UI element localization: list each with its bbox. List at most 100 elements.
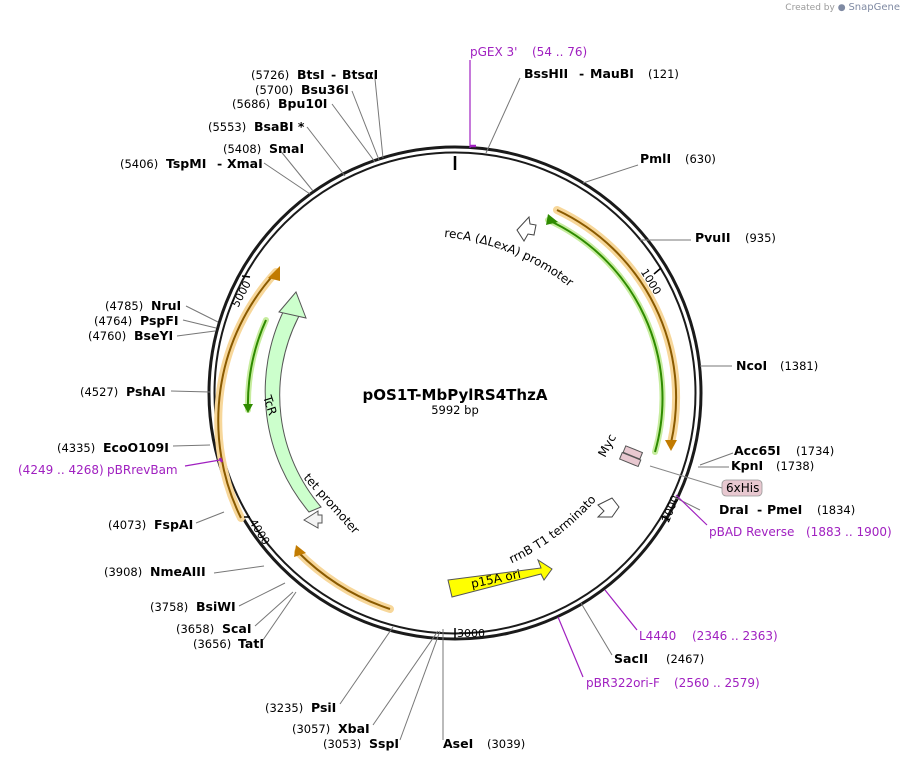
site-3656[interactable]: (3656) TatI [193,636,264,651]
site-4527[interactable]: (4527) PshAI [80,384,166,399]
svg-text:ScaI: ScaI [222,621,252,636]
svg-text:SmaI: SmaI [269,141,304,156]
snapgene-logo-icon: ● [837,3,846,13]
leader-6xhis [649,465,723,489]
feature-arc-right-orange-head [665,440,677,451]
svg-text:NruI: NruI [151,298,181,313]
site-3908[interactable]: (3908) NmeAIII [104,564,206,579]
svg-text:pGEX 3': pGEX 3' [470,45,517,59]
svg-text:NcoI: NcoI [736,358,767,373]
svg-text:AseI: AseI [443,736,473,751]
site-1834[interactable]: DraI - PmeI (1834) [719,502,855,517]
feature-tcr-head [278,291,307,319]
svg-text:L4440: L4440 [639,629,676,643]
svg-text:(1734): (1734) [796,444,834,458]
svg-text:(3658): (3658) [176,622,214,636]
feature-arc-left-green-core [246,319,267,411]
svg-text:TatI: TatI [238,636,264,651]
primer-l4440[interactable]: L4440 (2346 .. 2363) [639,629,778,643]
site-935[interactable]: PvuII (935) [695,230,776,245]
backbone-outer [207,145,703,641]
feature-arc-bottom-orange[interactable] [294,548,394,613]
site-5408[interactable]: (5408) SmaI [223,141,304,156]
site-121[interactable]: BssHII - MauBI (121) [524,66,679,81]
feature-arc-right-orange[interactable] [553,206,681,447]
site-630[interactable]: PmlI (630) [640,151,716,166]
site-1738[interactable]: KpnI (1738) [731,458,814,473]
svg-text:-: - [579,66,584,81]
site-4760[interactable]: (4760) BseYI [88,328,173,343]
svg-text:TspMI: TspMI [166,156,206,171]
feature-reca-promoter-icon[interactable] [516,215,537,242]
feature-arc-right-green[interactable] [545,217,666,455]
svg-text:(4764): (4764) [94,314,132,328]
plasmid-length: 5992 bp [431,403,479,417]
svg-text:(4785): (4785) [105,299,143,313]
site-3758[interactable]: (3758) BsiWI [150,599,236,614]
site-3658[interactable]: (3658) ScaI [176,621,252,636]
site-5406[interactable]: (5406) TspMI - XmaI [120,156,263,171]
feature-rrnb-terminator-icon[interactable] [596,497,620,518]
site-3053[interactable]: (3053) SspI [323,736,399,751]
svg-text:PshAI: PshAI [126,384,166,399]
feature-arc-bottom-orange-head [294,545,306,557]
primer-pbr322[interactable]: pBR322ori-F (2560 .. 2579) [586,676,760,690]
feature-label-p15a: p15A ori [470,567,522,591]
snapgene-credit: Created by ● SnapGene [785,2,900,13]
feature-myc-tag[interactable] [622,445,644,460]
site-5726[interactable]: (5726) BtsI - BtsαI [251,67,378,82]
svg-text:Acc65I: Acc65I [734,443,781,458]
site-3057[interactable]: (3057) XbaI [292,721,370,736]
svg-text:(1834): (1834) [817,503,855,517]
primer-pbrrev[interactable]: (4249 .. 4268) pBRrevBam [18,463,178,477]
svg-text:PvuII: PvuII [695,230,731,245]
site-4073[interactable]: (4073) FspAI [108,517,193,532]
site-4785[interactable]: (4785) NruI [105,298,181,313]
feature-6xhis-tag[interactable] [618,451,642,468]
svg-text:PmlI: PmlI [640,151,671,166]
svg-text:KpnI: KpnI [731,458,763,473]
feature-tcr[interactable] [264,309,322,513]
site-3235[interactable]: (3235) PsiI [265,700,336,715]
feature-label-tcr: TcR [260,393,280,418]
svg-text:(3057): (3057) [292,722,330,736]
site-leaders [170,77,734,741]
site-5700[interactable]: (5700) Bsu36I [255,82,349,97]
svg-text:-: - [331,67,336,82]
svg-text:(1381): (1381) [780,359,818,373]
site-4764[interactable]: (4764) PspFI [94,313,179,328]
primer-labels: pGEX 3' (54 .. 76) pBAD Reverse (1883 ..… [18,45,892,690]
primer-pbad[interactable]: pBAD Reverse (1883 .. 1900) [709,525,892,539]
svg-text:BsaBI *: BsaBI * [254,119,305,134]
svg-text:(3656): (3656) [193,637,231,651]
svg-text:PsiI: PsiI [311,700,336,715]
site-3039[interactable]: AseI (3039) [443,736,525,751]
svg-text:pBAD Reverse: pBAD Reverse [709,525,794,539]
svg-text:(3053): (3053) [323,737,361,751]
site-2467[interactable]: SacII (2467) [614,651,704,666]
svg-text:(5553): (5553) [208,120,246,134]
svg-text:NmeAIII: NmeAIII [150,564,206,579]
primer-pgex[interactable]: pGEX 3' (54 .. 76) [470,45,587,59]
primer-markers [184,60,708,678]
site-1734[interactable]: Acc65I (1734) [734,443,834,458]
site-1381[interactable]: NcoI (1381) [736,358,818,373]
svg-text:FspAI: FspAI [154,517,193,532]
feature-p15a-ori[interactable] [447,558,553,598]
credit-prefix: Created by [785,3,835,13]
feature-arc-right-green-core [547,219,664,453]
svg-text:BtsαI: BtsαI [342,67,378,82]
svg-text:(121): (121) [648,67,679,81]
svg-text:(4249 .. 4268): (4249 .. 4268) [18,463,104,477]
svg-text:BtsI: BtsI [297,67,325,82]
svg-text:(5700): (5700) [255,83,293,97]
svg-text:(935): (935) [745,231,776,245]
site-5686[interactable]: (5686) Bpu10I [232,96,327,111]
feature-tet-promoter-icon[interactable] [303,510,323,529]
svg-text:PmeI: PmeI [767,502,802,517]
svg-text:BssHII: BssHII [524,66,568,81]
feature-arc-left-green-head [243,404,253,413]
site-5553[interactable]: (5553) BsaBI * [208,119,305,134]
site-4335[interactable]: (4335) EcoO109I [57,440,169,455]
